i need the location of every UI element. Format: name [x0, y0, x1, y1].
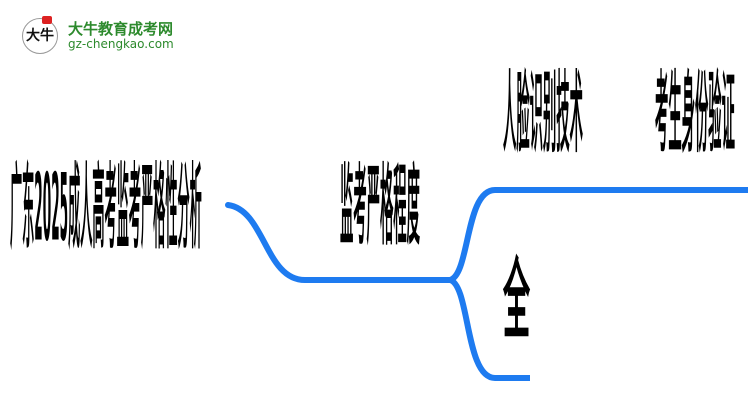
connector-upper — [448, 187, 748, 283]
leaf-identity-verification: 考生身份验证 — [655, 62, 735, 166]
logo-url: gz-chengkao.com — [68, 37, 174, 51]
leaf-face-recognition: 人脸识别技术 — [503, 62, 583, 166]
logo-name: 大牛教育成考网 — [68, 20, 174, 38]
root-topic: 广东2025成人高考监考严格性分析 — [10, 153, 202, 262]
branch-topic: 监考严格程度 — [340, 155, 420, 258]
logo-seal — [42, 16, 52, 24]
logo: 大牛 大牛教育成考网 gz-chengkao.com — [18, 14, 198, 54]
leaf-full: 全 — [503, 249, 530, 352]
connector-lower — [448, 277, 530, 381]
root-connector — [225, 202, 453, 283]
logo-mark: 大牛 — [22, 18, 58, 54]
